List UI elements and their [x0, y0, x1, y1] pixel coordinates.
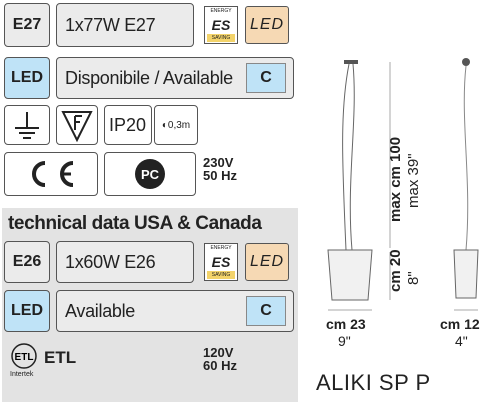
- voltage-eu: 230V 50 Hz: [203, 156, 237, 182]
- ip-rating-text: IP20: [109, 114, 147, 135]
- led-code-eu: LED: [4, 57, 50, 99]
- bulb-code-e26: E26: [4, 241, 50, 283]
- intertek-label: Intertek: [10, 371, 34, 378]
- energy-class-eu: C: [246, 63, 286, 93]
- led-badge-eu: LED: [245, 6, 289, 44]
- led-badge-us: LED: [245, 243, 289, 281]
- energy-saving-badge-us: ENERGY ES SAVING: [204, 243, 238, 281]
- width1-cm: cm 23: [326, 316, 366, 332]
- cable-length-text: 0,3m: [167, 119, 191, 131]
- energy-class-us: C: [246, 296, 286, 326]
- bulb-spec-eu: 1x77W E27: [56, 3, 194, 47]
- model-name: ALIKI SP P: [316, 370, 431, 395]
- led-code-us: LED: [4, 290, 50, 332]
- cable-icon: ◐: [161, 119, 168, 131]
- bulb-spec-us: 1x60W E26: [56, 241, 194, 283]
- frequency-us-value: 60 Hz: [203, 358, 237, 373]
- width2-cm: cm 12: [440, 316, 480, 332]
- ip-rating: IP20: [104, 105, 152, 145]
- shade-height-in: 8": [405, 271, 422, 285]
- pct-mark-icon: PC: [135, 159, 165, 189]
- voltage-us-value: 120V: [203, 345, 234, 360]
- lamp-drawing: [327, 58, 479, 311]
- svg-text:ETL: ETL: [15, 352, 34, 363]
- energy-saving-badge-eu: ENERGY ES SAVING: [204, 6, 238, 44]
- ground-icon: [15, 112, 39, 139]
- voltage-eu-value: 230V: [203, 155, 234, 170]
- shade-height-cm: cm 20: [387, 249, 404, 292]
- svg-text:PC: PC: [141, 167, 160, 182]
- bulb-code-e27: E27: [4, 3, 50, 47]
- etl-mark: ETL ETL Intertek: [8, 343, 108, 379]
- f-mark-box: [56, 105, 98, 145]
- frequency-eu-value: 50 Hz: [203, 168, 237, 183]
- voltage-us: 120V 60 Hz: [203, 346, 237, 372]
- etl-label: ETL: [44, 348, 77, 367]
- etl-icon: ETL: [11, 343, 37, 369]
- usa-header: technical data USA & Canada: [8, 213, 262, 234]
- ce-mark-icon: [32, 161, 74, 187]
- energy-saving-badge-bottom: SAVING: [207, 34, 235, 42]
- ce-mark: [4, 152, 98, 196]
- availability-eu-text: Disponibile / Available: [65, 67, 233, 88]
- f-mark-icon: [61, 111, 93, 143]
- max-height-in: max 39": [405, 153, 422, 208]
- availability-us-text: Available: [65, 300, 136, 321]
- pct-mark: PC: [104, 152, 196, 196]
- ground-symbol-box: [4, 105, 50, 145]
- energy-saving-badge-es: ES: [211, 17, 231, 33]
- width2-in: 4": [455, 333, 468, 349]
- width1-in: 9": [338, 333, 351, 349]
- energy-saving-badge-us-es: ES: [211, 254, 231, 270]
- energy-saving-badge-us-top: ENERGY: [210, 245, 232, 251]
- cable-length-box: ◐0,3m: [154, 105, 198, 145]
- max-height-cm: max cm 100: [387, 136, 404, 222]
- energy-saving-badge-top: ENERGY: [210, 8, 232, 14]
- energy-saving-badge-us-bottom: SAVING: [207, 271, 235, 279]
